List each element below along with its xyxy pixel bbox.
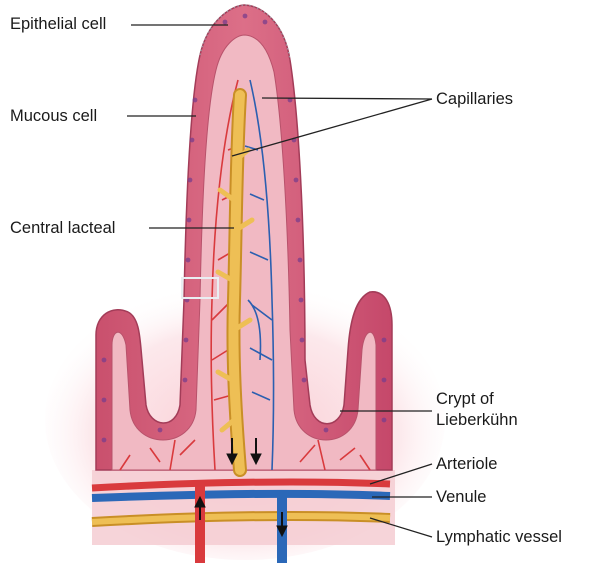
label-central-lacteal: Central lacteal <box>10 219 116 237</box>
label-epithelial-cell: Epithelial cell <box>10 15 107 33</box>
leader-arteriole <box>369 463 433 485</box>
leader-lines <box>127 24 433 538</box>
lymphatic-vessel-core <box>91 512 391 525</box>
capillary-network-blue <box>244 79 275 471</box>
epithelial-nuclei <box>101 13 387 443</box>
label-lymphatic-vessel: Lymphatic vessel <box>436 528 562 546</box>
flow-arrows <box>194 438 288 538</box>
label-venule: Venule <box>436 488 487 506</box>
label-mucous-cell: Mucous cell <box>10 107 98 125</box>
leader-capillaries-a <box>261 97 433 100</box>
venule-vessel <box>91 489 391 502</box>
lamina-propria <box>92 470 395 545</box>
label-capillaries: Capillaries <box>436 90 514 108</box>
label-arteriole: Arteriole <box>436 455 498 473</box>
leader-lymphatic <box>369 517 433 538</box>
capillary-network-red <box>119 79 371 471</box>
mucous-cell-highlight <box>181 277 219 299</box>
label-crypt-of-lieberkuhn: Crypt of Lieberkühn <box>436 390 518 429</box>
arteriole-vessel <box>91 478 391 492</box>
leader-capillaries-b <box>231 98 433 157</box>
villus-core <box>111 34 377 471</box>
